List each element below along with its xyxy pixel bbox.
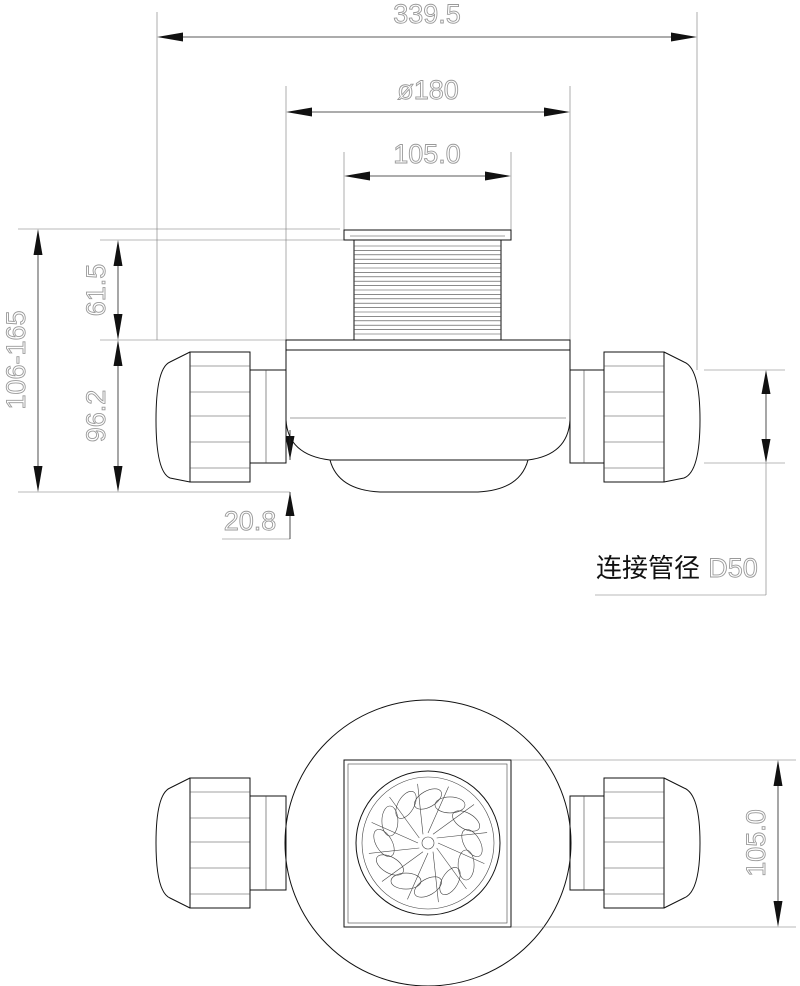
grate-petal bbox=[439, 867, 461, 895]
grate-width-label: 105.0 bbox=[393, 139, 461, 169]
grate-flower-pattern bbox=[368, 783, 488, 903]
grate-petal bbox=[434, 796, 466, 814]
drain-body-outline bbox=[284, 699, 572, 986]
left-coupling bbox=[155, 351, 287, 483]
bottom-offset-label: 20.8 bbox=[224, 506, 277, 536]
overall-width-dimension: 339.5 bbox=[156, 0, 698, 370]
grate-petal bbox=[381, 805, 399, 837]
grate-petal bbox=[373, 829, 395, 857]
grate-petal bbox=[395, 791, 417, 819]
bottom-offset-dimension: 20.8 bbox=[222, 430, 295, 540]
elevation-view: 339.5 ø180 105.0 106-165 bbox=[1, 0, 785, 596]
threaded-riser bbox=[353, 239, 502, 341]
total-height-label: 106-165 bbox=[1, 310, 31, 409]
plan-grate-dimension: 105.0 bbox=[511, 759, 796, 928]
outer-diameter-dimension: ø180 bbox=[285, 75, 571, 350]
grate-petal bbox=[461, 829, 483, 857]
grate-petal bbox=[390, 872, 422, 890]
drain-body bbox=[285, 339, 571, 493]
overall-width-label: 339.5 bbox=[393, 0, 461, 29]
upper-height-label: 61.5 bbox=[81, 264, 111, 317]
grate-cap bbox=[343, 229, 512, 241]
grate-spoke bbox=[436, 832, 488, 839]
total-height-dimension: 106-165 bbox=[1, 228, 340, 493]
plan-grate bbox=[343, 759, 512, 928]
pipe-connection-note: 连接管径 bbox=[596, 554, 700, 584]
right-coupling bbox=[569, 351, 701, 483]
grate-petal bbox=[452, 810, 480, 832]
plan-view: 105.0 bbox=[155, 699, 796, 986]
plan-grate-width-label: 105.0 bbox=[741, 809, 771, 877]
pipe-size-label: D50 bbox=[708, 553, 758, 583]
body-height-dimension: 96.2 bbox=[81, 340, 123, 492]
grate-width-dimension: 105.0 bbox=[343, 139, 512, 230]
grate-petal bbox=[457, 849, 475, 881]
grate-petal bbox=[414, 788, 442, 810]
plan-left-coupling bbox=[155, 777, 287, 909]
upper-height-dimension: 61.5 bbox=[81, 239, 354, 341]
plan-right-coupling bbox=[569, 777, 701, 909]
grate-petal bbox=[376, 854, 404, 876]
grate-petal bbox=[414, 876, 442, 898]
pipe-diameter-dimension: D50 连接管径 bbox=[595, 369, 785, 596]
outer-diameter-label: ø180 bbox=[397, 75, 459, 105]
body-height-label: 96.2 bbox=[81, 390, 111, 443]
